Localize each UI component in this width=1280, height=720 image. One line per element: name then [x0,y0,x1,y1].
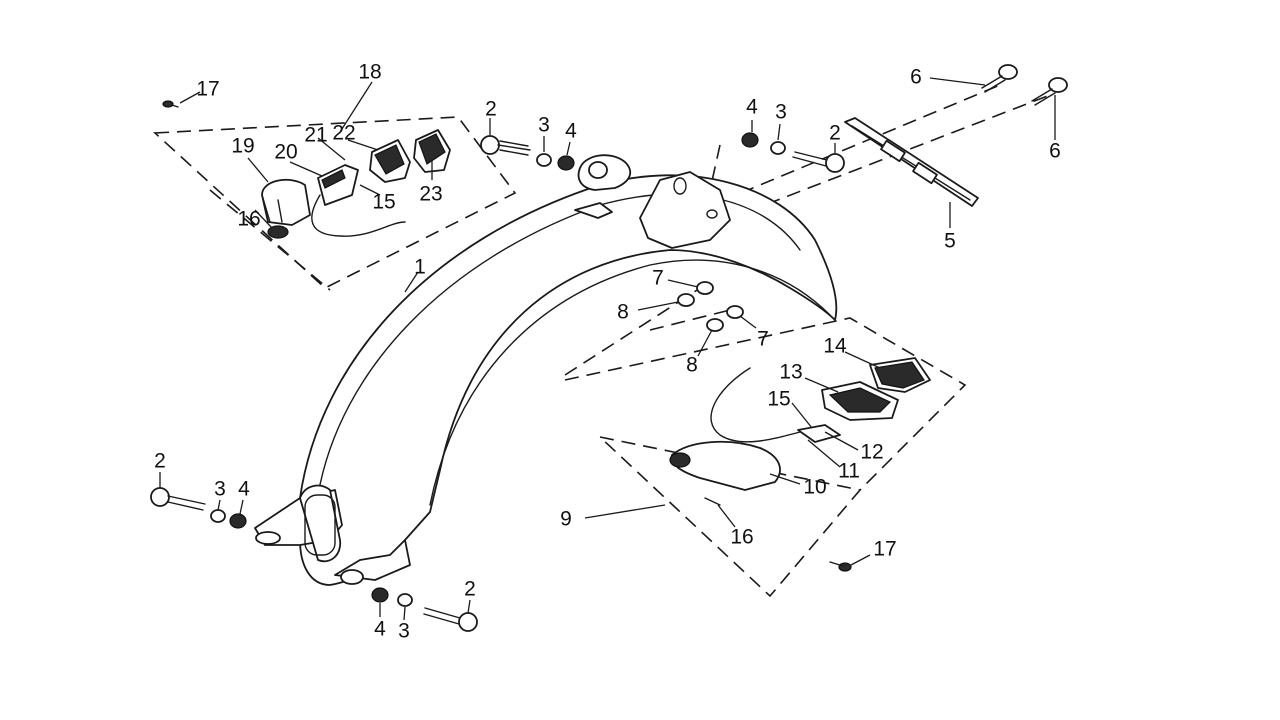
label-10: 10 [803,476,826,499]
label-23: 23 [419,183,442,206]
label-9: 9 [560,508,572,531]
washers-and-nuts [210,132,786,607]
assembly-box-upper-left [153,116,517,291]
screws-6 [981,64,1068,106]
label-17-lower: 17 [873,538,896,561]
label-6-left: 6 [910,66,922,89]
leader-lines [159,77,1056,621]
label-3-left: 3 [214,478,226,501]
label-4-right: 4 [746,96,758,119]
lower-right-light-assembly [669,357,931,572]
label-8-upper: 8 [617,301,629,324]
label-22: 22 [332,122,355,145]
label-1: 1 [414,256,426,279]
label-18: 18 [358,61,381,84]
label-4-left: 4 [238,478,250,501]
label-15-upper: 15 [372,191,395,214]
label-6-right: 6 [1049,140,1061,163]
label-5: 5 [944,230,956,253]
bolt-2-right [792,151,845,173]
label-20: 20 [274,141,297,164]
part-number-labels: 1 2 2 2 2 3 3 3 3 4 4 4 4 5 6 6 7 7 8 8 … [154,61,1061,643]
label-2-top: 2 [485,98,497,121]
label-16-upper: 16 [237,208,260,231]
label-17-upper: 17 [196,78,219,101]
label-8-lower: 8 [686,354,698,377]
label-11: 11 [838,460,860,483]
bolt-2-top [480,135,531,156]
label-7-upper: 7 [652,267,664,290]
label-15-lower: 15 [767,388,790,411]
label-4-bottom: 4 [374,618,386,641]
label-3-right: 3 [775,101,787,124]
label-2-left: 2 [154,450,166,473]
rear-fender [254,154,838,586]
fasteners-7-8 [677,281,744,332]
license-plate-bracket [844,117,979,207]
label-3-top: 3 [538,114,550,137]
label-4-top: 4 [565,120,577,143]
label-21: 21 [304,124,327,147]
label-19: 19 [231,135,254,158]
label-7-lower: 7 [757,328,769,351]
bolt-2-left [150,487,206,511]
label-2-right: 2 [829,122,841,145]
label-3-bottom: 3 [398,620,410,643]
label-12: 12 [860,441,883,464]
label-2-bottom: 2 [464,578,476,601]
label-16-lower: 16 [730,526,753,549]
bolt-2-bottom [423,607,478,632]
label-14: 14 [823,335,847,358]
label-13: 13 [779,361,802,384]
upper-left-light-assembly [162,100,451,239]
